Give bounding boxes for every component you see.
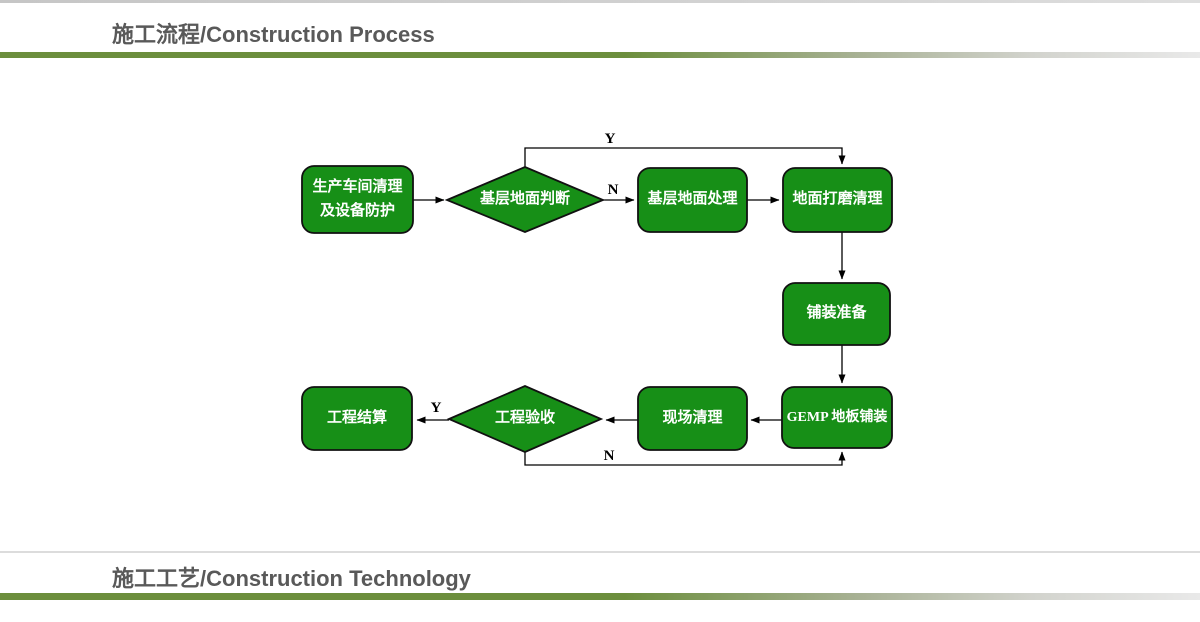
node-shape-workshop-cleaning — [301, 165, 414, 234]
node-shape-acceptance — [446, 385, 604, 453]
title-underline-bar-bottom — [0, 593, 1200, 600]
top-gray-strip — [0, 0, 1200, 3]
edge-acceptance-no-loop — [524, 451, 846, 466]
bottom-divider-line — [0, 551, 1200, 553]
node-shape-floor-grinding — [782, 167, 893, 233]
node-shape-gemp-paving — [781, 386, 893, 449]
bottom-section-title: 施工工艺/Construction Technology — [112, 566, 471, 591]
node-shape-base-floor-judge — [444, 166, 606, 233]
node-shape-settlement — [301, 386, 413, 451]
title-underline-bar-top — [0, 52, 1200, 58]
node-shape-site-cleaning — [637, 386, 748, 451]
node-shape-paving-prep — [782, 282, 891, 346]
page-title: 施工流程/Construction Process — [112, 22, 435, 47]
edge-judge-yes-loop — [524, 147, 846, 167]
node-shape-base-floor-treat — [637, 167, 748, 233]
